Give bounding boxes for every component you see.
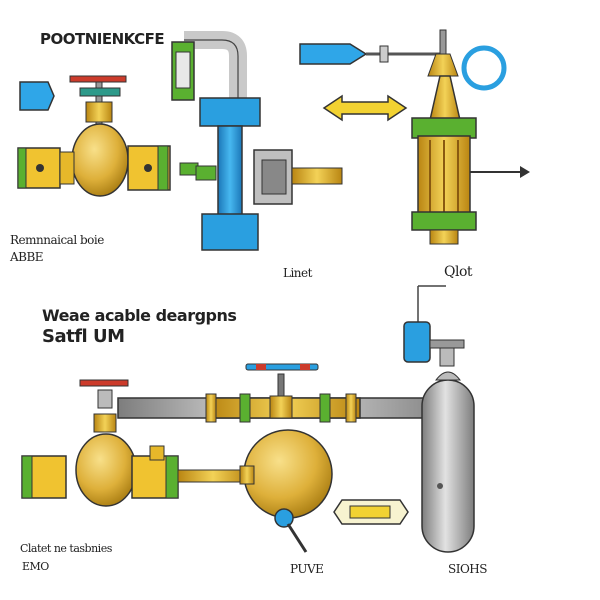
title-mid-line1: Weae acable deargpns: [42, 306, 237, 325]
label-f: SIOHS: [448, 562, 487, 576]
label-d-line1: Clatet ne tasbnies: [20, 542, 112, 555]
bottom-valve-bulb: [75, 433, 137, 507]
label-e: PUVE: [290, 562, 324, 576]
yellow-double-arrow-icon: [322, 94, 408, 122]
brass-rod: [291, 167, 343, 185]
handwheel-top: [69, 75, 127, 83]
blue-tag-icon: [19, 81, 55, 111]
blue-knob-icon: [274, 508, 294, 528]
label-a-line1: Remnnaical boie: [10, 233, 104, 247]
flare-cone: [429, 75, 461, 121]
label-c: Qlot: [444, 264, 473, 280]
blue-column-assembly: [171, 31, 343, 251]
title-mid-line2: Satfl UM: [42, 326, 125, 347]
label-a-line2: ABBE: [10, 250, 44, 264]
blue-ring-icon: [461, 45, 507, 91]
blue-flange-top: [199, 97, 261, 127]
gas-cylinder: [421, 379, 475, 553]
blue-paddle-icon: [299, 43, 368, 65]
bottom-pipeline: [21, 285, 475, 553]
blue-indicator-icon: [403, 321, 431, 363]
valve-body-bulb: [71, 123, 129, 197]
blue-flange-bottom: [201, 213, 259, 251]
red-handle: [79, 379, 129, 387]
label-d-line2: EMO: [22, 560, 49, 573]
label-b: Linet: [283, 266, 312, 280]
top-right-cylinder-assembly: [299, 29, 530, 245]
brass-sphere-tank: [243, 429, 333, 519]
blue-column: [217, 125, 243, 217]
top-left-valve-assembly: [17, 75, 199, 197]
title-top: POOTNIENKCFE: [40, 30, 165, 48]
